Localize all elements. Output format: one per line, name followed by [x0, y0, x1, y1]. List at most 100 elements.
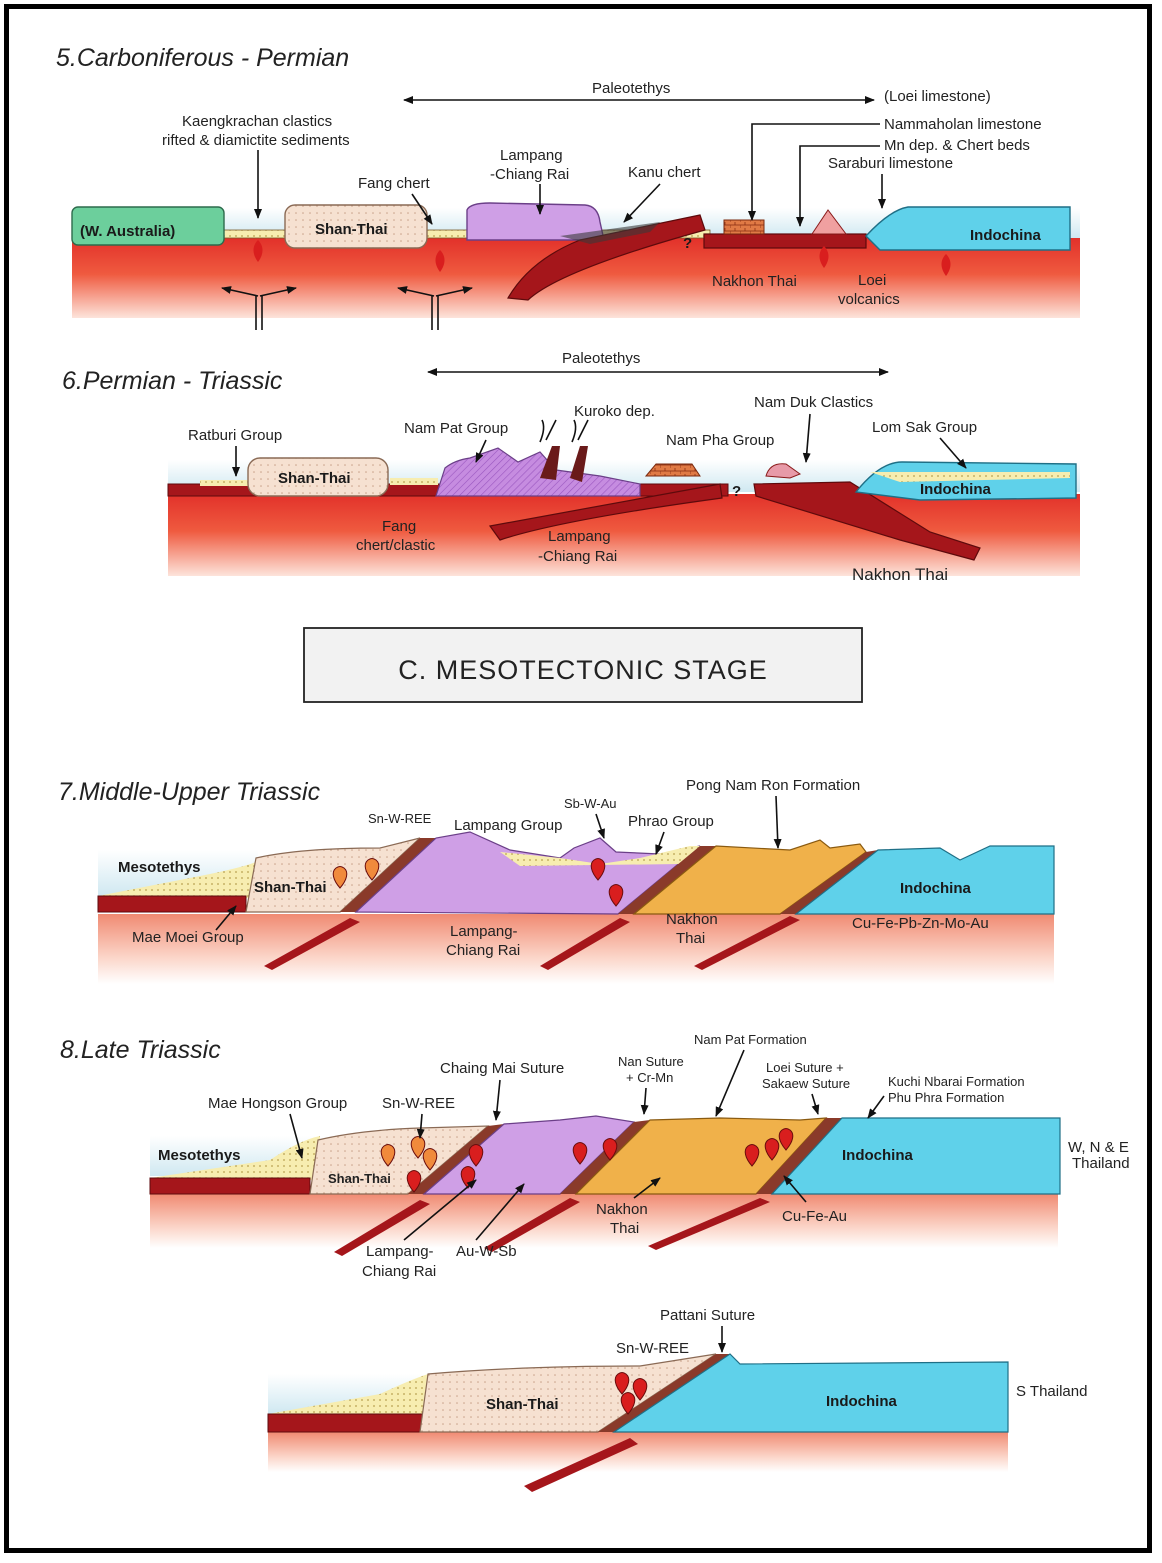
paleotethys-label: Paleotethys [592, 80, 670, 97]
mesotethys-label: Mesotethys [118, 859, 201, 876]
nan-suture-label-2: + Cr-Mn [626, 1070, 673, 1085]
sb-w-au-label: Sb-W-Au [564, 796, 617, 811]
fang-label-2: chert/clastic [356, 537, 436, 554]
lampang-label-1: Lampang [500, 147, 563, 164]
limestone-platform [724, 220, 764, 234]
loei-suture-label-2: Sakaew Suture [762, 1076, 850, 1091]
nam-duk-label: Nam Duk Clastics [754, 394, 873, 411]
lampang-label-1: Lampang [548, 528, 611, 545]
oceanic-plate [98, 896, 246, 912]
kuroko-plumes [540, 420, 588, 442]
stage-title: C. MESOTECTONIC STAGE [398, 655, 768, 685]
panel-6-title: 6.Permian - Triassic [62, 367, 283, 395]
oceanic-plate [268, 1414, 428, 1432]
cu-fe-au-label: Cu-Fe-Au [782, 1208, 847, 1225]
pong-nam-ron-label: Pong Nam Ron Formation [686, 777, 860, 794]
leader [496, 1080, 500, 1120]
w-australia-label: (W. Australia) [80, 223, 175, 240]
shan-thai-label: Shan-Thai [328, 1171, 391, 1186]
leader [656, 832, 664, 854]
region-label-1: W, N & E [1068, 1139, 1129, 1156]
leader [644, 1088, 646, 1114]
nakhon-thai-label: Nakhon Thai [852, 565, 948, 584]
indochina-label: Indochina [920, 481, 991, 498]
lom-sak-label: Lom Sak Group [872, 419, 977, 436]
shan-thai-label: Shan-Thai [315, 221, 388, 238]
loei-limestone-label: (Loei limestone) [884, 88, 991, 105]
cu-fe-label: Cu-Fe-Pb-Zn-Mo-Au [852, 915, 989, 932]
lampang-label-2: -Chiang Rai [538, 548, 617, 565]
sn-w-ree-label: Sn-W-REE [368, 811, 432, 826]
nammaholan-label: Nammaholan limestone [884, 116, 1042, 133]
nan-suture-label-1: Nan Suture [618, 1054, 684, 1069]
kanu-chert-label: Kanu chert [628, 164, 701, 181]
region-label: S Thailand [1016, 1383, 1087, 1400]
mesotethys-label: Mesotethys [158, 1147, 241, 1164]
lampang-label-2: Chiang Rai [446, 942, 520, 959]
nam-pat-label: Nam Pat Group [404, 420, 508, 437]
saraburi-label: Saraburi limestone [828, 155, 953, 172]
mesotectonic-stage-box: C. MESOTECTONIC STAGE [304, 628, 862, 702]
leader [868, 1096, 884, 1118]
nakhon-label-1: Nakhon [596, 1201, 648, 1218]
leader [716, 1050, 744, 1116]
panel-7-middle-upper-triassic: 7.Middle-Upper Triassic Pong Nam Ron For… [58, 777, 1054, 984]
loei-suture-label-1: Loei Suture + [766, 1060, 844, 1075]
panel-8-title: 8.Late Triassic [60, 1036, 221, 1064]
fang-label-1: Fang [382, 518, 416, 535]
panel-8-late-triassic: 8.Late Triassic Nam Pat Formation Chaing… [60, 1032, 1130, 1280]
indochina-label: Indochina [842, 1147, 913, 1164]
nakhon-thai-label: Nakhon Thai [712, 273, 797, 290]
kuchi-label-2: Phu Phra Formation [888, 1090, 1004, 1105]
loei-label-1: Loei [858, 272, 886, 289]
mae-moei-label: Mae Moei Group [132, 929, 244, 946]
region-label-2: Thailand [1072, 1155, 1130, 1172]
nam-pat-label: Nam Pat Formation [694, 1032, 807, 1047]
chaing-mai-label: Chaing Mai Suture [440, 1060, 564, 1077]
nam-pha-label: Nam Pha Group [666, 432, 774, 449]
indochina-label: Indochina [826, 1393, 897, 1410]
leader [806, 414, 810, 462]
fang-chert-label: Fang chert [358, 175, 431, 192]
indochina-label: Indochina [970, 227, 1041, 244]
shan-thai-label: Shan-Thai [486, 1396, 559, 1413]
panel-5-title: 5.Carboniferous - Permian [56, 44, 349, 72]
pattani-label: Pattani Suture [660, 1307, 755, 1324]
question-mark: ? [732, 483, 741, 500]
ratburi-label: Ratburi Group [188, 427, 282, 444]
mn-dep-label: Mn dep. & Chert beds [884, 137, 1030, 154]
mae-hongson-label: Mae Hongson Group [208, 1095, 347, 1112]
nam-pha-platform [646, 464, 700, 476]
phrao-group-label: Phrao Group [628, 813, 714, 830]
sn-w-ree-label: Sn-W-REE [616, 1340, 689, 1357]
mantle-layer [268, 1432, 1008, 1472]
lampang-label-2: Chiang Rai [362, 1263, 436, 1280]
lampang-label-2: -Chiang Rai [490, 166, 569, 183]
fang-sediment [390, 478, 438, 485]
leader [752, 124, 880, 220]
oceanic-plate [150, 1178, 310, 1194]
shan-thai-label: Shan-Thai [278, 470, 351, 487]
paleotethys-label: Paleotethys [562, 350, 640, 367]
shan-thai-label: Shan-Thai [254, 879, 327, 896]
nakhon-label-1: Nakhon [666, 911, 718, 928]
panel-7-title: 7.Middle-Upper Triassic [58, 778, 321, 806]
panel-8-south-thailand: Pattani Suture Sn-W-REE Shan-Thai Indoch… [268, 1307, 1087, 1492]
kuroko-label: Kuroko dep. [574, 403, 655, 420]
nakhon-label-2: Thai [676, 930, 705, 947]
lampang-label-1: Lampang- [366, 1243, 434, 1260]
au-w-sb-label: Au-W-Sb [456, 1243, 517, 1260]
kaengkrachan-label-2: rifted & diamictite sediments [162, 132, 350, 149]
sn-w-ree-label: Sn-W-REE [382, 1095, 455, 1112]
panel-6-permian-triassic: 6.Permian - Triassic Paleotethys Ratburi… [62, 350, 1080, 584]
leader [776, 796, 778, 848]
nakhon-thai-plate [704, 234, 866, 248]
leader [812, 1094, 818, 1114]
nakhon-label-2: Thai [610, 1220, 639, 1237]
question-mark: ? [683, 235, 692, 252]
panel-5-carboniferous-permian: 5.Carboniferous - Permian Paleotethys (L… [56, 44, 1080, 330]
indochina-label: Indochina [900, 880, 971, 897]
kaengkrachan-label-1: Kaengkrachan clastics [182, 113, 332, 130]
lampang-label-1: Lampang- [450, 923, 518, 940]
